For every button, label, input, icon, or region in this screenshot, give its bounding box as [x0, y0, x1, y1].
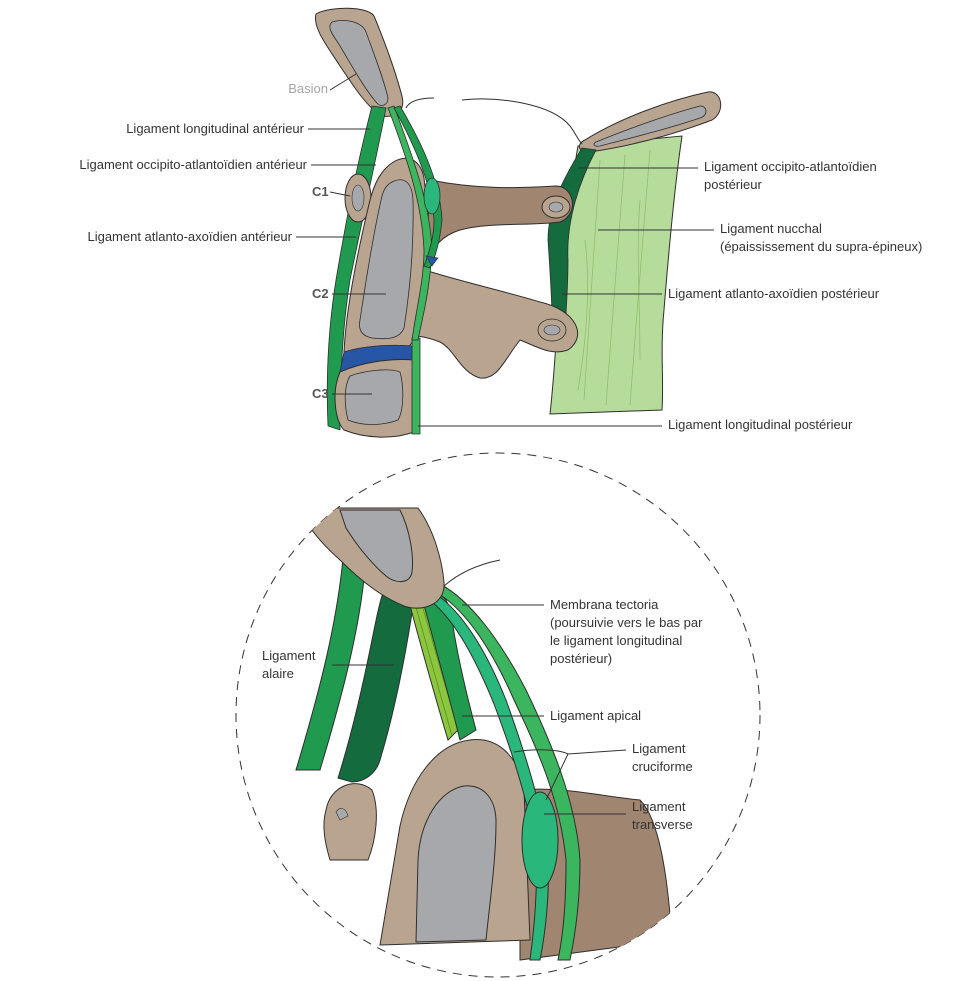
- top-labels: Basion Ligament longitudinal antérieur L…: [79, 74, 922, 432]
- detail-illustration: [296, 508, 672, 960]
- label-c1: C1: [312, 184, 329, 199]
- label-lig-nucchal-1: Ligament nucchal: [720, 221, 822, 236]
- label-alaire-2: alaire: [262, 666, 294, 681]
- detail-c1-tubercle: [324, 784, 376, 860]
- transverse-ligament-top: [424, 178, 440, 214]
- label-membrana-1: Membrana tectoria: [550, 597, 659, 612]
- label-lig-occ-atl-ant: Ligament occipito-atlantoïdien antérieur: [79, 157, 307, 172]
- label-lig-long-post: Ligament longitudinal postérieur: [668, 417, 853, 432]
- label-lig-atl-ax-ant: Ligament atlanto-axoïdien antérieur: [87, 229, 292, 244]
- c3-body-inner: [345, 370, 403, 425]
- label-lig-atl-ax-post: Ligament atlanto-axoïdien postérieur: [668, 286, 880, 301]
- label-trans-1: Ligament: [632, 799, 686, 814]
- label-basion: Basion: [288, 81, 328, 96]
- label-lig-long-ant: Ligament longitudinal antérieur: [126, 121, 304, 136]
- label-trans-2: transverse: [632, 817, 693, 832]
- label-membrana-3: le ligament longitudinal: [550, 633, 682, 648]
- top-illustration: [315, 8, 720, 437]
- label-c3: C3: [312, 386, 329, 401]
- label-lig-occ-atl-post-2: postérieur: [704, 177, 762, 192]
- posterior-longitudinal-ligament: [412, 338, 420, 434]
- label-lig-nucchal-2: (épaississement du supra-épineux): [720, 239, 922, 254]
- detail-transverse-ligament: [522, 792, 558, 888]
- label-alaire-1: Ligament: [262, 648, 316, 663]
- label-membrana-4: postérieur): [550, 651, 612, 666]
- label-membrana-2: (poursuivie vers le bas par: [550, 615, 703, 630]
- label-cruci-2: cruciforme: [632, 759, 693, 774]
- label-apical: Ligament apical: [550, 708, 641, 723]
- label-lig-occ-atl-post-1: Ligament occipito-atlantoïdien: [704, 159, 877, 174]
- label-cruci-1: Ligament: [632, 741, 686, 756]
- label-c2: C2: [312, 286, 329, 301]
